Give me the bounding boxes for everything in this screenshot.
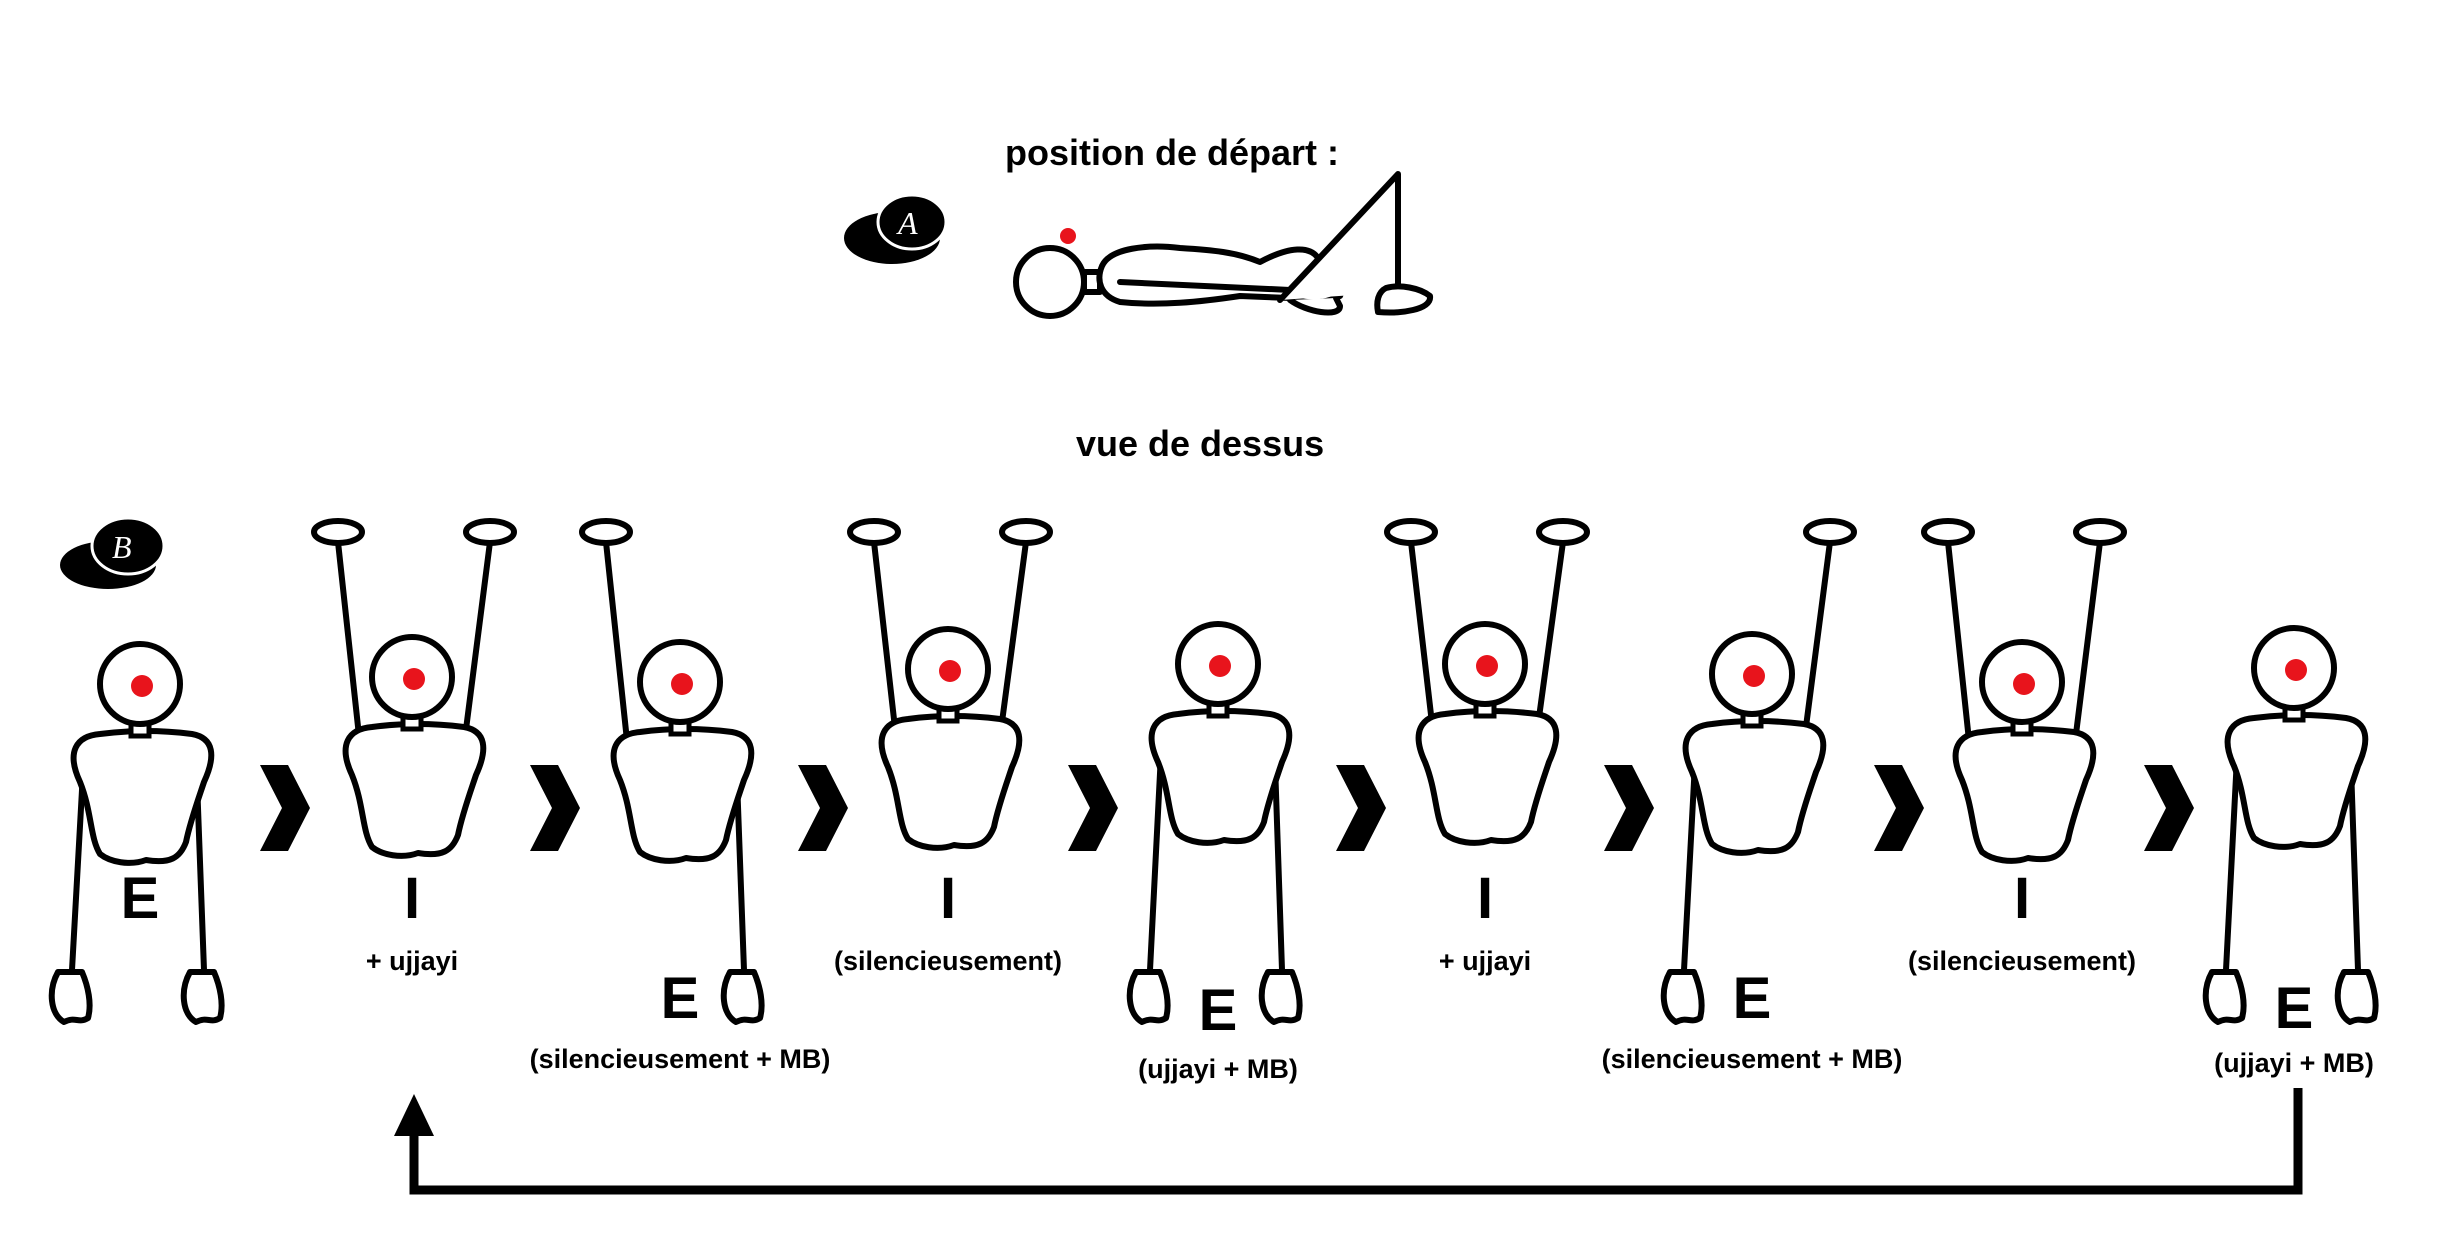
start-position-title: position de départ : <box>1005 132 1339 173</box>
arm-up <box>603 539 631 753</box>
focus-dot <box>403 668 425 690</box>
focus-dot <box>131 675 153 697</box>
focus-dot <box>2013 673 2035 695</box>
badge-a: A <box>844 193 948 264</box>
arm-up <box>1534 539 1566 735</box>
breath-letter: E <box>1199 978 1238 1043</box>
focus-dot <box>1476 655 1498 677</box>
figure-step-2: I + ujjayi <box>311 518 517 976</box>
figure-step-5: E (ujjayi + MB) <box>1126 621 1303 1084</box>
focus-dot <box>671 673 693 695</box>
torso <box>1148 708 1293 846</box>
breath-note: (silencieusement + MB) <box>530 1044 831 1074</box>
arm-up <box>997 539 1029 740</box>
breath-note: + ujjayi <box>366 946 458 976</box>
hand-down <box>1258 969 1303 1025</box>
breath-letter: I <box>404 866 420 931</box>
hand-down <box>1126 969 1171 1025</box>
hand-down <box>2334 969 2379 1025</box>
hand-up <box>2073 518 2127 546</box>
hand-up <box>1921 518 1975 546</box>
next-step-arrow <box>260 765 310 851</box>
next-step-arrow <box>1068 765 1118 851</box>
hand-down <box>48 969 93 1025</box>
breath-note: + ujjayi <box>1439 946 1531 976</box>
hand-up <box>1536 518 1590 546</box>
hand-up <box>311 518 365 546</box>
next-step-arrow <box>1874 765 1924 851</box>
figure-step-1: E <box>48 641 225 1025</box>
next-step-arrow <box>1336 765 1386 851</box>
breath-note: (silencieusement) <box>1908 946 2136 976</box>
hand-down <box>2202 969 2247 1025</box>
focus-dot <box>939 660 961 682</box>
badge-b: B <box>60 516 166 589</box>
breath-letter: E <box>1733 966 1772 1031</box>
breath-note: (silencieusement + MB) <box>1602 1044 1903 1074</box>
hand-up <box>1384 518 1438 546</box>
arm-up <box>1945 539 1973 753</box>
breath-letter: E <box>121 866 160 931</box>
torso <box>1952 726 2097 864</box>
loop-back-arrow <box>394 1088 2303 1195</box>
torso <box>610 726 755 864</box>
top-view-title: vue de dessus <box>1076 423 1324 464</box>
hand-up <box>847 518 901 546</box>
breath-note: (ujjayi + MB) <box>2214 1048 2374 1078</box>
breath-note: (ujjayi + MB) <box>1138 1054 1298 1084</box>
next-step-arrow <box>798 765 848 851</box>
focus-dot <box>1209 655 1231 677</box>
next-step-arrow <box>530 765 580 851</box>
arm-up <box>1801 539 1833 745</box>
focus-dot <box>1743 665 1765 687</box>
torso <box>342 721 487 859</box>
breath-letter: I <box>2014 866 2030 931</box>
arm-up <box>1408 539 1436 735</box>
breath-letter: I <box>940 866 956 931</box>
arm-up <box>461 539 493 748</box>
arm-up <box>335 539 363 748</box>
focus-dot <box>2285 659 2307 681</box>
torso <box>2224 712 2369 850</box>
torso <box>1415 708 1560 846</box>
hand-down <box>180 969 225 1025</box>
lying-figure-side-view <box>1013 171 1433 319</box>
torso <box>878 713 1023 851</box>
arm-up <box>2071 539 2103 753</box>
next-step-arrow <box>1604 765 1654 851</box>
breath-letter: E <box>2275 976 2314 1041</box>
badge-a-label: A <box>896 205 918 241</box>
next-step-arrow <box>2144 765 2194 851</box>
breath-note: (silencieusement) <box>834 946 1062 976</box>
breath-letter: I <box>1477 866 1493 931</box>
breath-letter: E <box>661 966 700 1031</box>
hand-up <box>999 518 1053 546</box>
figure-step-9: E (ujjayi + MB) <box>2202 625 2379 1078</box>
figure-step-3: E (silencieusement + MB) <box>530 518 831 1074</box>
figure-step-4: I (silencieusement) <box>834 518 1062 976</box>
hand-up <box>463 518 517 546</box>
figure-step-6: I + ujjayi <box>1384 518 1590 976</box>
torso <box>1682 718 1827 856</box>
arm-up <box>871 539 899 740</box>
badge-b-label: B <box>112 529 132 565</box>
figure-step-7: E (silencieusement + MB) <box>1602 518 1903 1074</box>
figure-step-8: I (silencieusement) <box>1908 518 2136 976</box>
hand-up <box>1803 518 1857 546</box>
hand-down <box>720 969 765 1025</box>
hand-up <box>579 518 633 546</box>
torso <box>70 728 215 866</box>
hand-down <box>1660 969 1705 1025</box>
